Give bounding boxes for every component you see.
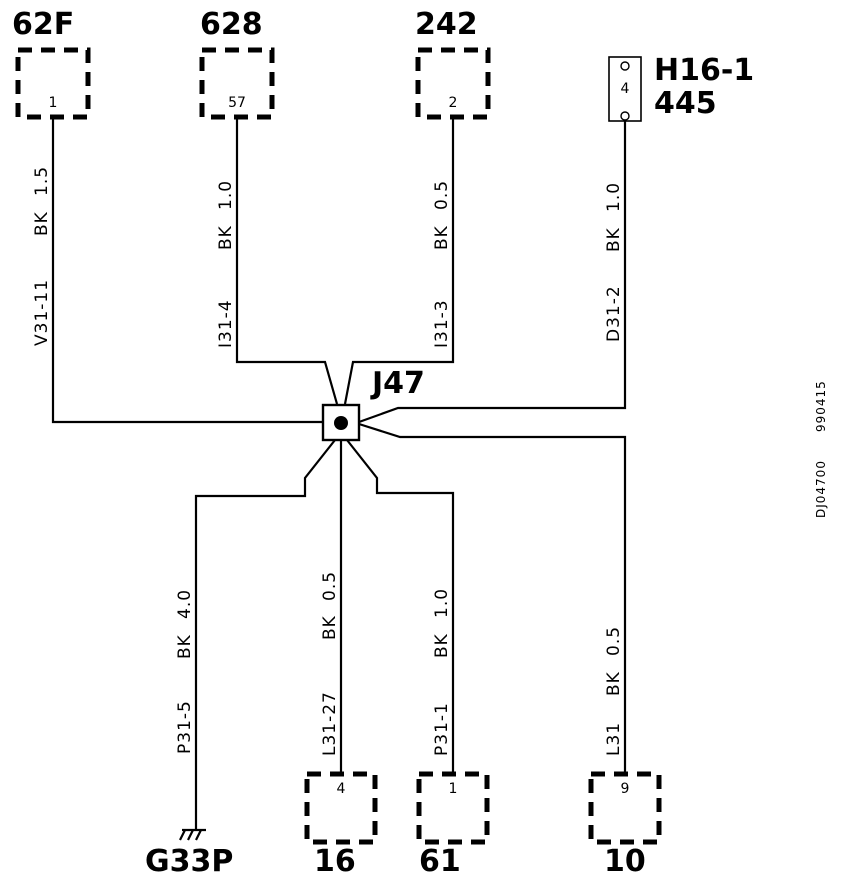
connector-628-pin: 57 (228, 95, 246, 111)
svg-text:V31-11: V31-11 (32, 279, 52, 346)
svg-text:0.5: 0.5 (604, 626, 624, 656)
ground-name: G33P (145, 844, 233, 879)
wire-label-l31: L31 BK 0.5 (604, 626, 624, 756)
wire-label-v31-11: V31-11 BK 1.5 (32, 166, 52, 346)
wire-l31 (358, 422, 627, 773)
svg-text:D31-2: D31-2 (604, 285, 624, 342)
connector-16-pin: 4 (337, 781, 346, 797)
svg-text:I31-3: I31-3 (432, 299, 452, 348)
svg-text:BK: BK (604, 227, 624, 252)
wire-label-i31-4: I31-4 BK 1.0 (216, 180, 236, 348)
svg-text:P31-5: P31-5 (175, 700, 195, 754)
wire-p31-5 (194, 439, 336, 830)
svg-text:L31-27: L31-27 (320, 691, 340, 756)
svg-text:BK: BK (32, 211, 52, 236)
connector-h16-1-pin: 4 (621, 81, 630, 97)
drawing-code: DJ04700 (814, 460, 828, 518)
connector-61-name: 61 (419, 844, 461, 879)
svg-text:BK: BK (432, 225, 452, 250)
connector-h16-1[interactable]: 4 H16-1 445 (608, 53, 754, 122)
svg-text:4.0: 4.0 (175, 589, 195, 619)
connector-242-name: 242 (415, 7, 478, 42)
ground-g33p[interactable]: G33P (145, 828, 233, 879)
connector-61-pin: 1 (449, 781, 458, 797)
connector-h16-1-name: H16-1 (654, 53, 754, 88)
splice-name: J47 (370, 366, 425, 401)
svg-text:P31-1: P31-1 (432, 702, 452, 756)
svg-text:0.5: 0.5 (320, 571, 340, 601)
connector-10-pin: 9 (621, 781, 630, 797)
connector-628[interactable]: 628 57 (199, 7, 275, 120)
terminal-dot-icon (620, 61, 630, 71)
wire-p31-1 (346, 439, 455, 773)
wire-label-i31-3: I31-3 BK 0.5 (432, 180, 452, 348)
connector-62f-name: 62F (12, 7, 74, 42)
svg-text:BK: BK (320, 615, 340, 640)
wire-label-p31-1: P31-1 BK 1.0 (432, 588, 452, 756)
wire-i31-3 (343, 117, 455, 405)
side-codes: DJ04700 990415 (814, 380, 828, 518)
wire-d31-2 (358, 121, 627, 424)
svg-text:BK: BK (216, 225, 236, 250)
ground-icon (179, 828, 206, 841)
svg-text:1.0: 1.0 (604, 182, 624, 212)
connector-61[interactable]: 1 61 (416, 771, 490, 879)
svg-text:BK: BK (175, 634, 195, 659)
wire-v31-11 (51, 117, 323, 424)
svg-text:0.5: 0.5 (432, 180, 452, 210)
splice-dot-icon (334, 416, 348, 430)
svg-text:1.0: 1.0 (432, 588, 452, 618)
svg-text:BK: BK (432, 633, 452, 658)
connector-16-name: 16 (314, 844, 356, 879)
svg-text:1.0: 1.0 (216, 180, 236, 210)
terminal-dot-icon (620, 111, 630, 121)
wire-label-p31-5: P31-5 BK 4.0 (175, 589, 195, 754)
svg-text:BK: BK (604, 671, 624, 696)
connector-242[interactable]: 242 2 (415, 7, 491, 120)
wire-i31-4 (235, 117, 339, 405)
svg-text:I31-4: I31-4 (216, 299, 236, 348)
connector-628-name: 628 (200, 7, 263, 42)
svg-text:1.5: 1.5 (32, 166, 52, 196)
wire-label-d31-2: D31-2 BK 1.0 (604, 182, 624, 342)
connector-10-name: 10 (604, 844, 646, 879)
date-code: 990415 (814, 380, 828, 432)
connector-62f-pin: 1 (49, 95, 58, 111)
connector-10[interactable]: 9 10 (588, 771, 662, 879)
connector-242-pin: 2 (449, 95, 458, 111)
connector-h16-1-sub: 445 (654, 86, 717, 121)
svg-text:L31: L31 (604, 722, 624, 756)
splice-j47[interactable]: J47 (321, 366, 425, 442)
connector-62f[interactable]: 62F 1 (12, 7, 91, 120)
connector-16[interactable]: 4 16 (304, 771, 378, 879)
wire-label-l31-27: L31-27 BK 0.5 (320, 571, 340, 756)
